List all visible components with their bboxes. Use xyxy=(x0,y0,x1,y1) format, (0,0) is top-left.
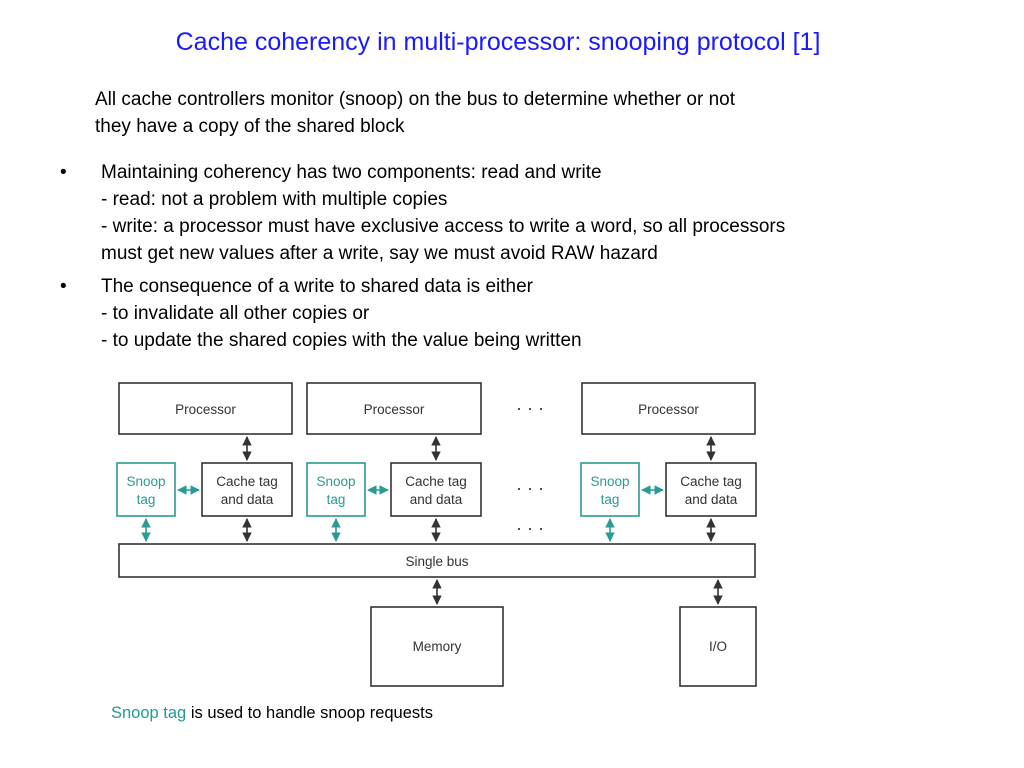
caption-snoop-tag: Snoop tag xyxy=(111,704,187,722)
bullet-dot: • xyxy=(60,162,67,183)
snoop-tag-label: Snoop xyxy=(590,474,629,489)
bullet-line: - to invalidate all other copies or xyxy=(101,303,370,324)
bullet-line: The consequence of a write to shared dat… xyxy=(101,276,533,297)
cache-box xyxy=(201,462,293,517)
cache-label: and data xyxy=(221,492,274,507)
processor-label: Processor xyxy=(175,402,236,417)
caption: Snoop tag is used to handle snoop reques… xyxy=(111,704,433,723)
snoop-tag-label: tag xyxy=(327,492,346,507)
bullet-line: - read: not a problem with multiple copi… xyxy=(101,189,448,210)
cache-label: Cache tag xyxy=(216,474,278,489)
snoop-tag-label: Snoop xyxy=(126,474,165,489)
bullet-line: - write: a processor must have exclusive… xyxy=(101,216,786,237)
io-label: I/O xyxy=(709,639,727,654)
single-bus-label: Single bus xyxy=(405,554,468,569)
cache-box xyxy=(665,462,757,517)
snoop-tag-label: tag xyxy=(601,492,620,507)
ellipsis-dots: · · · xyxy=(516,478,544,498)
snoop-tag-box xyxy=(580,462,640,517)
cache-label: Cache tag xyxy=(405,474,467,489)
intro-text: All cache controllers monitor (snoop) on… xyxy=(95,86,915,140)
intro-line: they have a copy of the shared block xyxy=(95,116,405,137)
processor-box xyxy=(581,382,756,435)
snoop-tag-label: tag xyxy=(137,492,156,507)
caption-text: is used to handle snoop requests xyxy=(186,704,433,722)
bullet-item: • Maintaining coherency has two componen… xyxy=(60,159,960,267)
processor-label: Processor xyxy=(364,402,425,417)
bullet-dot: • xyxy=(60,276,67,297)
snoop-tag-box xyxy=(306,462,366,517)
bullet-item: • The consequence of a write to shared d… xyxy=(60,273,960,354)
snoop-tag-label: Snoop xyxy=(316,474,355,489)
snoop-tag-box xyxy=(116,462,176,517)
processor-box xyxy=(118,382,293,435)
cache-label: and data xyxy=(685,492,738,507)
processor-label: Processor xyxy=(638,402,699,417)
ellipsis-dots: · · · xyxy=(516,518,544,538)
ellipsis-dots: · · · xyxy=(516,398,544,418)
cache-label: and data xyxy=(410,492,463,507)
slide-title: Cache coherency in multi-processor: snoo… xyxy=(175,28,821,56)
single-bus xyxy=(118,543,756,578)
bullet-line: Maintaining coherency has two components… xyxy=(101,162,602,183)
bullet-line: - to update the shared copies with the v… xyxy=(101,330,582,351)
memory-box xyxy=(370,606,504,687)
processor-box xyxy=(306,382,482,435)
intro-line: All cache controllers monitor (snoop) on… xyxy=(95,89,735,110)
cache-label: Cache tag xyxy=(680,474,742,489)
bullet-list: • Maintaining coherency has two componen… xyxy=(60,159,960,360)
bullet-line: must get new values after a write, say w… xyxy=(101,243,658,264)
memory-label: Memory xyxy=(413,639,462,654)
cache-box xyxy=(390,462,482,517)
io-box xyxy=(679,606,757,687)
